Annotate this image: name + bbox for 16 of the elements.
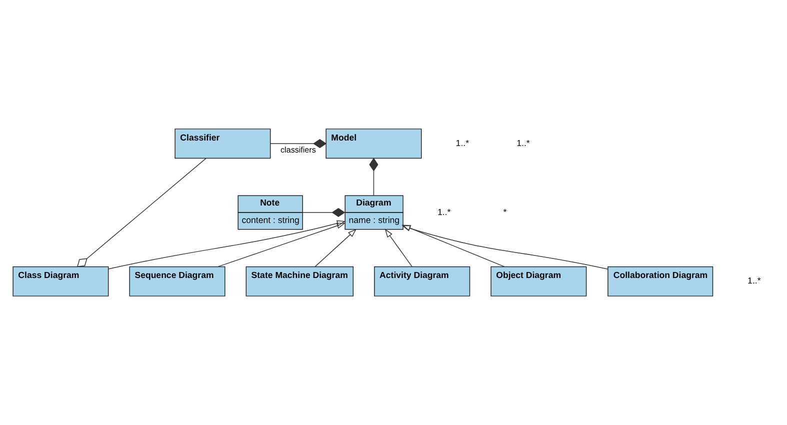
edge-label: classifiers [280,145,316,154]
label: * [503,206,507,217]
arrow [108,220,346,270]
arrow [314,228,357,268]
label: 1..* [748,276,761,286]
arrow [384,228,412,268]
label: 1..* [456,138,469,148]
label: 1..* [516,138,530,148]
arrow [402,224,505,268]
connector [76,158,206,268]
connector [302,208,346,218]
arrow [402,225,608,270]
connector [369,158,378,196]
arrow [218,222,346,268]
connector [270,139,327,148]
label: 1..* [437,206,451,217]
